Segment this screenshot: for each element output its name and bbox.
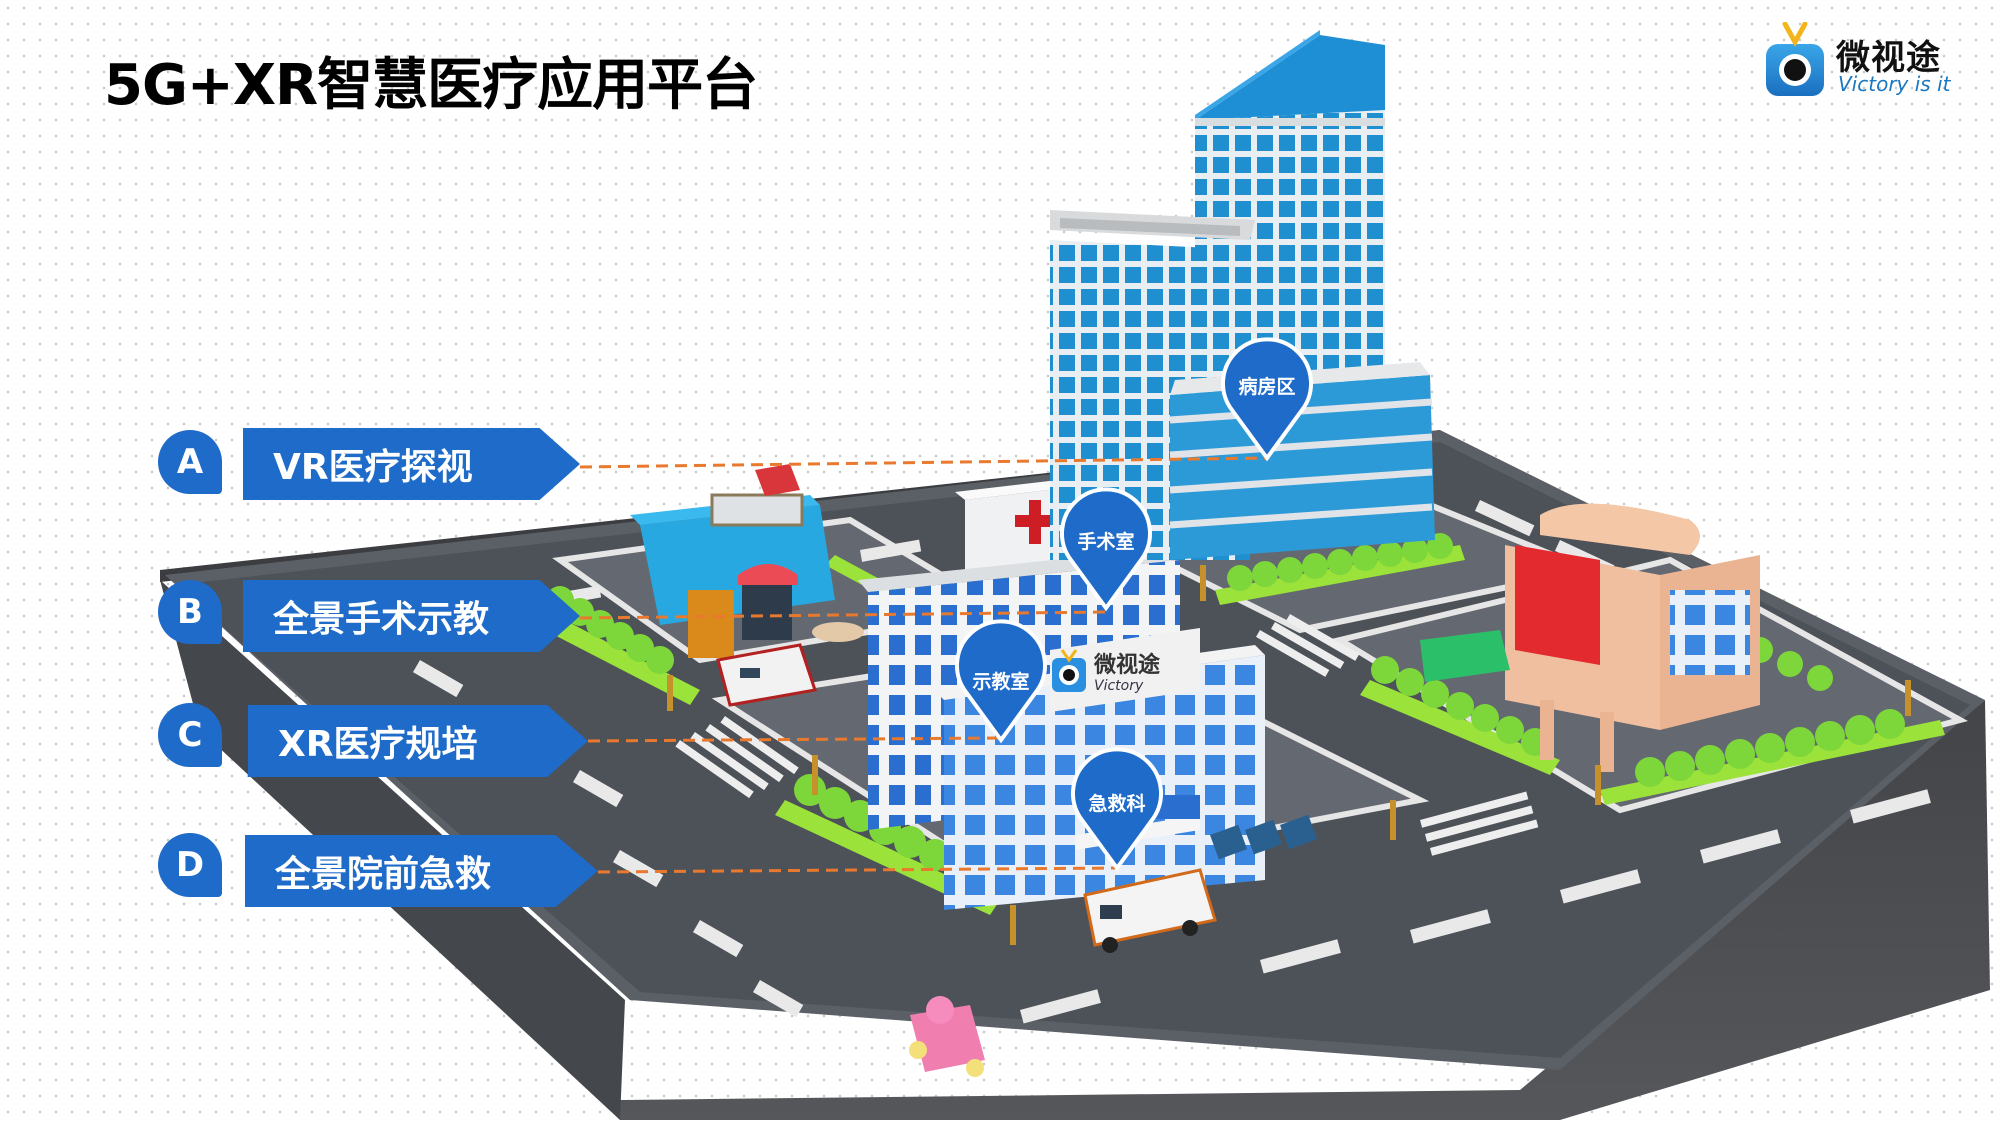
logo-slogan: Victory is it [1838, 72, 1951, 96]
pin-emergency-dept[interactable]: 急救科 [1071, 747, 1163, 872]
slide-title: 5G+XR智慧医疗应用平台 [104, 53, 758, 118]
building-sign-name: 微视途 [1093, 652, 1161, 678]
callout-label: XR医疗规培 [248, 705, 588, 777]
letter-badge: B [158, 580, 222, 644]
street-lamps [667, 565, 1911, 945]
antenna-icon [1782, 22, 1808, 46]
billboard-building [1505, 503, 1760, 772]
pin-label: 示教室 [972, 670, 1029, 693]
camera-eye-icon [1779, 54, 1811, 86]
building-sign-slogan: Victory [1094, 678, 1144, 694]
pin-ward[interactable]: 病房区 [1221, 337, 1313, 462]
pin-operating-room[interactable]: 手术室 [1060, 487, 1152, 612]
callout-label: VR医疗探视 [243, 428, 580, 500]
letter-badge: C [158, 703, 222, 767]
letter-badge: A [158, 430, 222, 494]
tv-logo-icon [1766, 22, 1824, 96]
connector-lines [579, 456, 1271, 874]
pink-ice-cream-truck [909, 996, 985, 1077]
office-tower-mid [1050, 210, 1255, 560]
green-bus [1420, 630, 1510, 682]
logo-name: 微视途 [1836, 38, 1941, 78]
letter-badge: D [158, 833, 222, 897]
callout-label: 全景手术示教 [243, 580, 580, 652]
ambulance-left [716, 643, 817, 707]
shop-building [630, 464, 864, 658]
pin-label: 手术室 [1077, 530, 1134, 553]
callout-label: 全景院前急救 [245, 835, 598, 907]
brand-logo: 微视途 Victory is it [1766, 22, 1966, 104]
pin-label: 病房区 [1238, 375, 1295, 398]
ambulance-front [1083, 868, 1217, 953]
trees [546, 533, 1905, 896]
pin-teaching-room[interactable]: 示教室 [955, 619, 1047, 744]
parked-vans [1210, 814, 1318, 860]
pin-label: 急救科 [1088, 792, 1145, 815]
